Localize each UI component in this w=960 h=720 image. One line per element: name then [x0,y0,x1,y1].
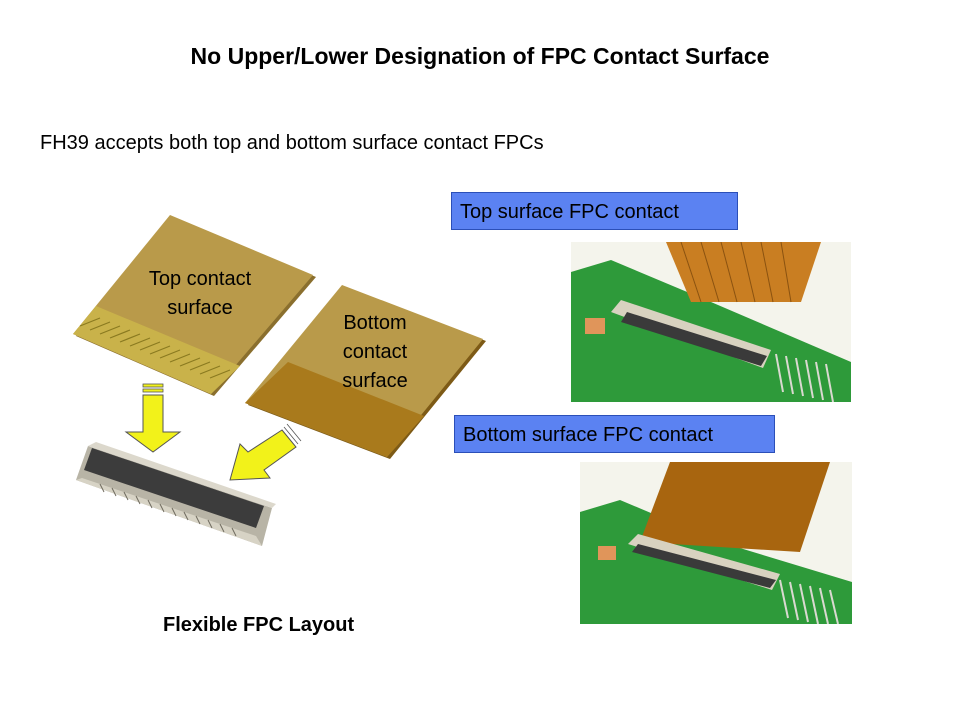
bottom-surface-photo [580,462,852,624]
diagram-caption: Flexible FPC Layout [163,614,355,636]
slide-subtitle: FH39 accepts both top and bottom surface… [40,132,544,154]
bottom-contact-label-line3: surface [342,370,408,392]
fpc-layout-diagram [73,215,486,546]
fh39-connector [76,442,276,546]
top-contact-label: Top contact surface [120,265,280,323]
top-surface-callout: Top surface FPC contact [451,192,738,230]
top-contact-label-line1: Top contact [148,268,252,290]
arrow-down-icon [124,383,182,453]
bottom-contact-fpc [245,285,486,459]
bottom-contact-label-line1: Bottom [343,312,407,334]
top-surface-photo [571,242,851,402]
arrow-diagonal-icon [229,423,302,481]
top-contact-label-line2: surface [167,297,233,319]
bottom-surface-callout: Bottom surface FPC contact [454,415,775,453]
bottom-contact-label: Bottom contact surface [320,309,430,396]
slide-title: No Upper/Lower Designation of FPC Contac… [190,43,770,69]
bottom-contact-label-line2: contact [342,341,408,363]
top-contact-fpc [73,215,316,396]
